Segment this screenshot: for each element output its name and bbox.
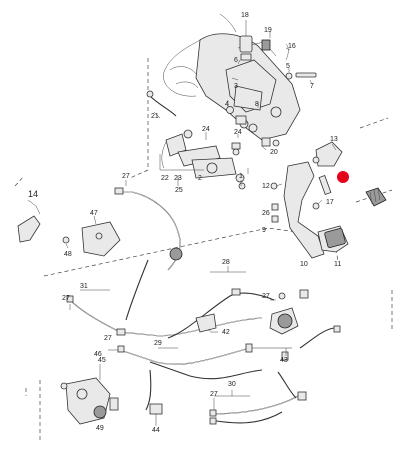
callout-6[interactable]: 6 (234, 57, 238, 64)
bottom-screw-44 (149, 403, 163, 426)
callout-16[interactable]: 16 (288, 43, 296, 50)
callout-12[interactable]: 12 (262, 183, 270, 190)
callout-14[interactable]: 14 (28, 189, 38, 199)
callout-27-mid[interactable]: 27 (262, 293, 270, 300)
callout-22[interactable]: 22 (161, 175, 169, 182)
callout-21[interactable]: 21 (151, 113, 159, 120)
callout-42[interactable]: 42 (222, 329, 230, 336)
callout-30[interactable]: 30 (228, 381, 236, 388)
callout-7[interactable]: 7 (310, 83, 314, 90)
left-bracket-14 (17, 199, 41, 243)
return-spring-assembly (239, 30, 317, 80)
callout-24-top[interactable]: 24 (202, 126, 210, 133)
callout-27-bottom[interactable]: 27 (210, 391, 218, 398)
callout-2[interactable]: 2 (198, 175, 202, 182)
callout-44[interactable]: 44 (152, 427, 160, 434)
callout-17[interactable]: 17 (326, 199, 334, 206)
clutch-master-cylinder (161, 129, 246, 190)
callout-25[interactable]: 25 (175, 187, 183, 194)
highlighted-part-12[interactable] (337, 171, 349, 183)
callout-29[interactable]: 29 (154, 340, 162, 347)
callout-5[interactable]: 5 (286, 63, 290, 70)
clutch-pedal (270, 141, 349, 259)
pedal-bracket (163, 13, 301, 141)
callout-8[interactable]: 8 (255, 101, 259, 108)
callout-20[interactable]: 20 (270, 149, 278, 156)
bracket-47 (62, 221, 121, 257)
callout-9[interactable]: 9 (262, 227, 266, 234)
callout-3[interactable]: 3 (234, 83, 238, 90)
callout-18[interactable]: 18 (241, 12, 249, 19)
pipe-fittings (66, 187, 341, 425)
callout-27-upper[interactable]: 27 (122, 173, 130, 180)
leader-lines (65, 20, 337, 410)
callout-19[interactable]: 19 (264, 27, 272, 34)
callout-31[interactable]: 31 (80, 283, 88, 290)
clutch-slave-cylinder (195, 292, 299, 335)
callout-11[interactable]: 11 (334, 261, 341, 268)
callout-43[interactable]: 43 (280, 357, 288, 364)
callout-27-left[interactable]: 27 (62, 295, 70, 302)
bottom-left-valve-block (60, 377, 119, 425)
callout-27-lower[interactable]: 27 (104, 335, 112, 342)
pedal-stop-spring (365, 187, 387, 207)
callout-47[interactable]: 47 (90, 210, 98, 217)
callout-1[interactable]: 1 (239, 173, 243, 180)
callout-48[interactable]: 48 (64, 251, 72, 258)
callout-10[interactable]: 10 (300, 261, 308, 268)
callout-46[interactable]: 46 (94, 351, 102, 358)
callout-13[interactable]: 13 (330, 136, 338, 143)
callout-4[interactable]: 4 (225, 101, 229, 108)
callout-24-mid[interactable]: 24 (234, 129, 242, 136)
callout-28[interactable]: 28 (222, 259, 230, 266)
bracket-small-parts (146, 90, 280, 156)
callout-49[interactable]: 49 (96, 425, 104, 432)
callout-labels: 18 19 16 5 6 3 7 4 8 21 24 24 20 13 22 2… (28, 12, 341, 434)
callout-45[interactable]: 45 (98, 357, 106, 364)
callout-26[interactable]: 26 (262, 210, 270, 217)
callout-23[interactable]: 23 (174, 175, 182, 182)
highlight-marker[interactable] (337, 171, 349, 183)
